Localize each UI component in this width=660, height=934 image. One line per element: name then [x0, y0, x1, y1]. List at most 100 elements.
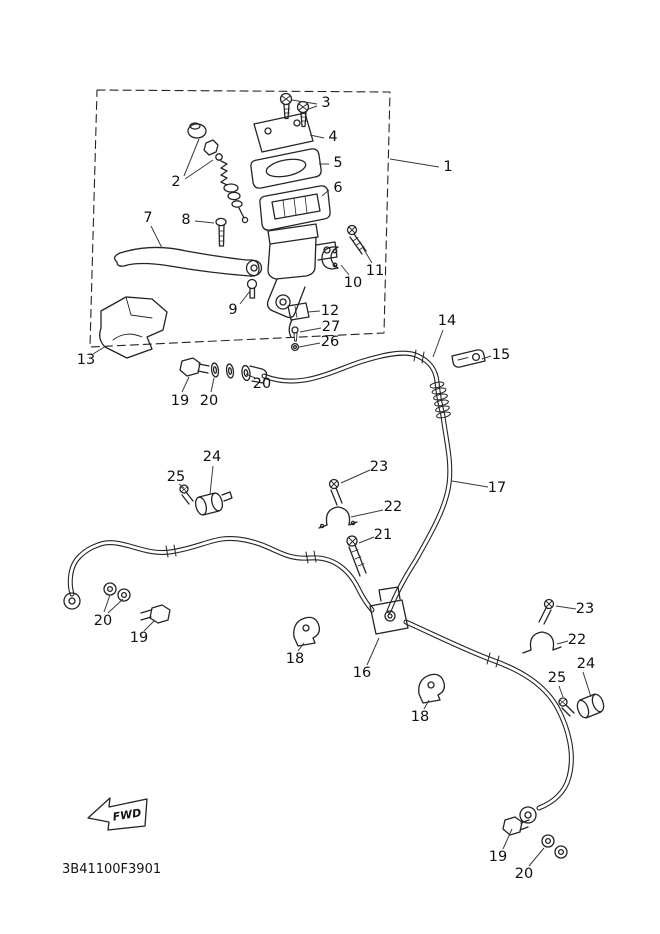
brake-hose-lower-left — [67, 535, 375, 613]
leader-line-24 — [209, 465, 214, 495]
brake-light-switch — [287, 302, 310, 338]
hose-clamp-24a — [194, 491, 233, 516]
leader-line-24 — [582, 671, 592, 698]
leader-line-18 — [423, 699, 430, 710]
callout-4: 4 — [328, 129, 337, 145]
leader-line-19 — [181, 376, 190, 393]
callout-22: 22 — [384, 499, 402, 515]
handlebar-clamp — [321, 246, 339, 270]
callout-23: 23 — [370, 459, 388, 475]
leader-line-7 — [150, 225, 163, 249]
leader-line-2 — [184, 159, 214, 180]
junction-bolt-21 — [346, 535, 367, 577]
callout-24: 24 — [203, 449, 221, 465]
leader-line-6 — [321, 189, 330, 197]
callout-18: 18 — [286, 651, 304, 667]
lever-guard — [99, 296, 168, 359]
callout-8: 8 — [181, 212, 190, 228]
fwd-arrow: FWD — [87, 797, 148, 831]
hose-clamp-18b — [418, 673, 446, 704]
leader-line-1 — [389, 158, 440, 168]
leader-line-14 — [432, 329, 444, 358]
leader-line-8 — [194, 220, 215, 224]
lower-left-banjo-hardware — [63, 582, 171, 624]
junction-block-16 — [369, 586, 409, 635]
brake-lever — [113, 246, 263, 277]
clamp-screw-23a — [328, 478, 343, 506]
leader-line-20 — [210, 377, 215, 393]
reservoir-diaphragm — [259, 185, 331, 231]
part-code: 3B41100F3901 — [62, 862, 161, 877]
leader-line-16 — [366, 637, 380, 666]
leader-line-2 — [183, 138, 200, 177]
callout-1: 1 — [443, 159, 452, 175]
callout-20: 20 — [94, 613, 112, 629]
reservoir-cap — [250, 148, 322, 189]
callout-15: 15 — [492, 347, 510, 363]
lever-pivot-bolt — [246, 278, 258, 299]
leader-line-13 — [92, 345, 107, 355]
callout-18: 18 — [411, 709, 429, 725]
leader-line-25 — [178, 483, 185, 489]
callout-13: 13 — [77, 352, 95, 368]
callout-19: 19 — [130, 630, 148, 646]
assembly-boundary — [89, 89, 391, 348]
callout-9: 9 — [228, 302, 237, 318]
leader-line-20 — [107, 598, 124, 614]
leader-line-20 — [245, 373, 256, 379]
leader-line-22 — [350, 509, 384, 518]
leader-line-19 — [502, 828, 513, 850]
callout-27: 27 — [322, 319, 340, 335]
hose-clamp-24b — [576, 693, 605, 719]
leader-line-23 — [555, 605, 577, 610]
callout-5: 5 — [333, 155, 342, 171]
leader-line-21 — [358, 536, 375, 544]
callout-6: 6 — [333, 180, 342, 196]
switch-screw-and-washer — [290, 326, 300, 352]
leader-line-18 — [297, 642, 305, 652]
brake-hose-upper — [261, 350, 453, 614]
callout-19: 19 — [171, 393, 189, 409]
leader-line-22 — [556, 640, 569, 645]
callout-12: 12 — [321, 303, 339, 319]
callout-11: 11 — [366, 263, 384, 279]
leader-line-3 — [305, 105, 318, 111]
leader-line-23 — [340, 469, 371, 484]
leader-line-15 — [481, 355, 492, 360]
callout-2: 2 — [171, 174, 180, 190]
hose-clamp-18a — [293, 616, 321, 647]
leader-line-3 — [291, 99, 318, 105]
callout-25: 25 — [167, 469, 185, 485]
leader-line-11 — [362, 247, 373, 264]
lower-right-banjo-hardware — [502, 806, 568, 859]
leader-line-27 — [299, 327, 322, 333]
clamp-screw-23b — [538, 598, 555, 625]
callout-14: 14 — [438, 313, 456, 329]
callout-19: 19 — [489, 849, 507, 865]
brake-hose-lower-right — [403, 619, 574, 811]
fwd-label: FWD — [112, 806, 142, 823]
cap-holder-plate — [253, 112, 314, 153]
hose-clamp-22b — [522, 631, 562, 654]
hose-clamp-22a — [318, 506, 358, 529]
callout-24: 24 — [577, 656, 595, 672]
callout-22: 22 — [568, 632, 586, 648]
callout-21: 21 — [374, 527, 392, 543]
callout-20: 20 — [200, 393, 218, 409]
hose-ferrules — [165, 349, 500, 668]
leader-line-20 — [103, 594, 111, 613]
callout-10: 10 — [344, 275, 362, 291]
lever-adjuster-kit — [187, 122, 249, 224]
callout-3: 3 — [321, 95, 330, 111]
leader-line-10 — [340, 264, 350, 276]
leader-line-4 — [309, 134, 325, 139]
leader-line-20 — [528, 847, 545, 867]
leader-line-12 — [307, 310, 321, 313]
lever-adjust-screw — [215, 217, 227, 247]
clamp-screw-25b — [558, 697, 575, 717]
callout-23: 23 — [576, 601, 594, 617]
leader-line-17 — [451, 480, 489, 488]
clamp-screw-11 — [346, 224, 367, 255]
